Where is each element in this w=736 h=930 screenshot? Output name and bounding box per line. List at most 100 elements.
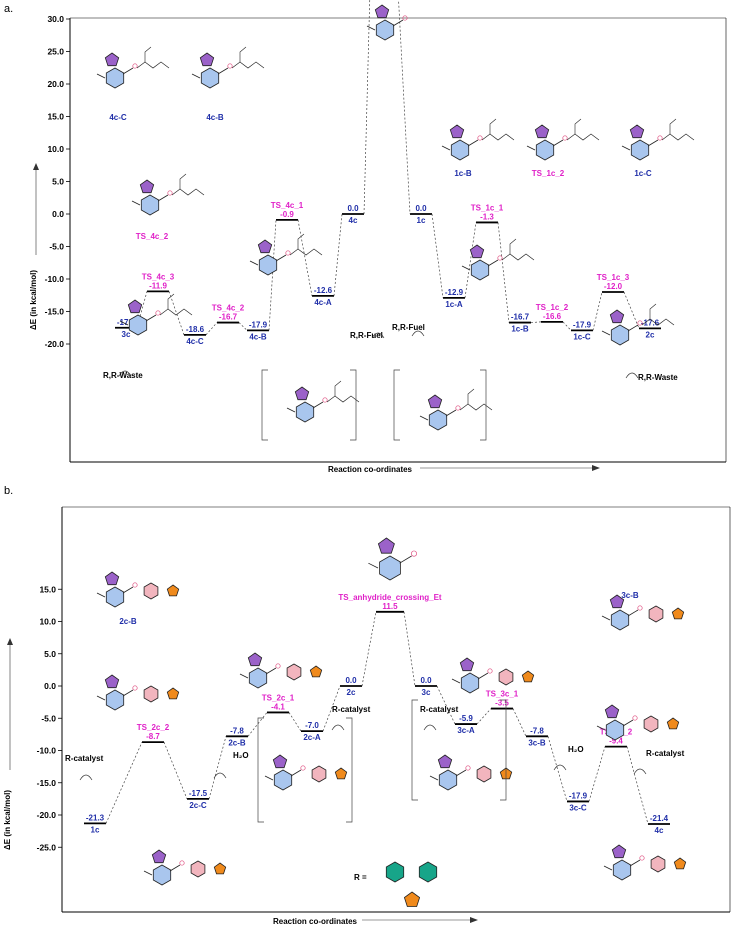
- pathway-connector: [363, 0, 371, 215]
- state-name-label: TS_2c_2: [137, 723, 170, 732]
- energy-value-label: -9.4: [609, 737, 623, 746]
- state-name-label: 2c: [646, 330, 655, 339]
- y-tick-label: -20.0: [45, 339, 65, 349]
- r-group-label: R =: [354, 873, 367, 882]
- energy-value-label: 0.0: [347, 204, 359, 213]
- state-name-label: 3c-B: [528, 738, 546, 747]
- bracket: [346, 717, 353, 823]
- curved-arrow-icon: [553, 764, 567, 771]
- y-tick-label: 20.0: [47, 79, 64, 89]
- energy-value-label: -7.0: [305, 721, 319, 730]
- state-name-label: TS_1c_3: [597, 273, 630, 282]
- state-name-label: 3c: [422, 688, 431, 697]
- pathway-connector: [288, 712, 302, 732]
- structure-caption: 3c-B: [621, 591, 639, 600]
- curved-arrow-icon: [331, 724, 345, 731]
- state-name-label: TS_4c_1: [271, 201, 304, 210]
- y-tick-label: -10.0: [45, 274, 65, 284]
- molecule-sketch: [601, 303, 675, 346]
- pathway-connector: [105, 741, 143, 824]
- structure-caption: TS_1c_2: [532, 169, 565, 178]
- bracket: [411, 699, 418, 801]
- state-name-label: TS_4c_2: [212, 304, 245, 313]
- pathway-connector: [238, 322, 248, 331]
- state-name-label: 1c-C: [573, 332, 591, 341]
- state-name-label: TS_1c_2: [536, 303, 569, 312]
- y-tick-label: 0.0: [52, 209, 64, 219]
- energy-value-label: -18.6: [186, 325, 205, 334]
- y-tick-label: 30.0: [47, 14, 64, 24]
- side-label: R,R-Waste: [638, 373, 678, 382]
- pathway-connector: [476, 708, 492, 725]
- y-tick-label: -10.0: [37, 746, 57, 756]
- molecule-sketch: [286, 380, 360, 423]
- panel-a-y-title-arrowhead: [33, 163, 39, 170]
- y-tick-label: 0.0: [44, 681, 56, 691]
- molecule-sketch: [419, 388, 493, 431]
- y-tick-label: 5.0: [44, 649, 56, 659]
- pathway-connector: [464, 222, 477, 298]
- side-label: R,R-Fuel: [350, 331, 383, 340]
- energy-value-label: -17.5: [189, 789, 208, 798]
- energy-value-label: 0.0: [345, 676, 357, 685]
- molecule-sketch: [191, 46, 265, 89]
- bracket: [350, 369, 357, 441]
- side-label: R-catalyst: [65, 754, 104, 763]
- side-label: H₂O: [568, 745, 584, 754]
- pathway-connector: [626, 746, 649, 825]
- pathway-connector: [168, 291, 185, 336]
- pathway-connector: [268, 219, 277, 331]
- structure-caption: TS_4c_2: [136, 232, 169, 241]
- molecule-sketch: [366, 4, 408, 41]
- state-name-label: TS_4c_3: [142, 272, 175, 281]
- state-name-label: 2c: [347, 688, 356, 697]
- y-tick-label: 15.0: [47, 112, 64, 122]
- bracket: [500, 699, 507, 801]
- pathway-connector: [436, 685, 456, 725]
- pathway-connector: [530, 321, 542, 323]
- y-tick-label: -5.0: [49, 242, 64, 252]
- energy-value-label: 11.5: [382, 602, 398, 611]
- panel-b-levels: -21.31c-8.7TS_2c_2-17.52c-C-7.82c-B-4.1T…: [84, 593, 670, 835]
- bracket: [393, 369, 400, 441]
- molecule-sketch: [621, 118, 695, 161]
- pathway-connector: [163, 741, 188, 800]
- y-tick-label: -20.0: [37, 810, 57, 820]
- pathway-connector: [562, 321, 572, 331]
- energy-value-label: -16.7: [219, 313, 238, 322]
- state-name-label: 4c: [655, 826, 664, 835]
- y-tick-label: -15.0: [45, 307, 65, 317]
- state-name-label: 2c-C: [189, 801, 207, 810]
- state-name-label: 1c: [91, 825, 100, 834]
- molecule-sketch: [429, 754, 513, 791]
- structure-caption: 1c-C: [634, 169, 652, 178]
- curved-arrow-icon: [423, 724, 437, 731]
- pathway-connector: [361, 611, 377, 687]
- energy-value-label: -16.6: [543, 312, 562, 321]
- molecule-sketch: [601, 594, 685, 631]
- state-name-label: 4c-A: [314, 298, 332, 307]
- curved-arrow-icon: [371, 332, 385, 339]
- state-name-label: TS_1c_1: [471, 203, 504, 212]
- bracket: [257, 717, 264, 823]
- molecule-sketch: [596, 704, 680, 741]
- pathway-connector: [497, 222, 510, 323]
- state-name-label: 4c: [349, 216, 358, 225]
- energy-value-label: 0.0: [420, 676, 432, 685]
- side-label: R,R-Waste: [103, 371, 143, 380]
- energy-value-label: -17.9: [569, 791, 588, 800]
- energy-value-label: -12.0: [604, 282, 623, 291]
- panel-b-y-title: ΔE (in kcal/mol): [3, 790, 12, 850]
- y-tick-label: -15.0: [37, 778, 57, 788]
- pathway-connector: [297, 219, 313, 296]
- y-tick-label: 5.0: [52, 177, 64, 187]
- state-name-label: 3c-A: [457, 726, 475, 735]
- energy-value-label: -16.7: [511, 313, 530, 322]
- energy-value-label: -17.5: [117, 318, 136, 327]
- panel-b-y-ticks: 15.010.05.00.0-5.0-10.0-15.0-20.0-25.0: [37, 584, 62, 852]
- side-label: H₂O: [233, 751, 249, 760]
- pathway-connector: [431, 213, 444, 298]
- side-label: R-catalyst: [646, 749, 685, 758]
- state-name-label: 3c-C: [569, 803, 587, 812]
